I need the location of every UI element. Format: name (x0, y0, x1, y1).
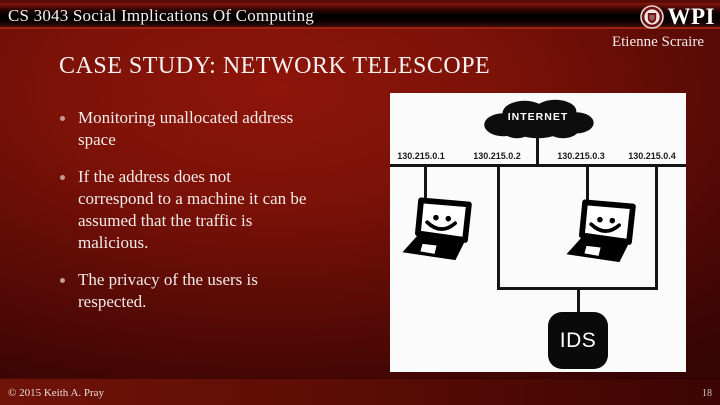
bullet-dot-icon (60, 278, 65, 283)
ids-label: IDS (559, 328, 597, 352)
bullet-dot-icon (60, 175, 65, 180)
header-bar: CS 3043 Social Implications Of Computing… (0, 3, 720, 29)
ip-address-label: 130.215.0.1 (397, 151, 445, 161)
drop-line-1 (424, 167, 427, 200)
drop-line-4 (655, 167, 658, 290)
bullet-item: The privacy of the users is respected. (58, 269, 380, 313)
author-name: Etienne Scraire (611, 34, 704, 50)
copyright-text: © 2015 Keith A. Pray (8, 387, 105, 399)
network-bus-line (390, 164, 686, 167)
wpi-logo: WPI (639, 4, 716, 30)
ip-address-label: 130.215.0.3 (557, 151, 605, 161)
slide-title: CASE STUDY: NETWORK TELESCOPE (59, 53, 491, 79)
ids-connector-line (497, 287, 658, 290)
ip-address-label: 130.215.0.4 (628, 151, 676, 161)
bullet-text: Monitoring unallocated address space (78, 108, 294, 149)
bullet-item: If the address does not correspond to a … (58, 166, 380, 254)
ip-address-label: 130.215.0.2 (473, 151, 521, 161)
footer-bar: © 2015 Keith A. Pray 18 (0, 378, 720, 405)
wpi-seal-icon (639, 5, 664, 29)
page-number: 18 (702, 388, 712, 399)
course-title: CS 3043 Social Implications Of Computing (8, 6, 314, 25)
top-strip (0, 0, 720, 3)
wpi-logo-text: WPI (667, 4, 715, 29)
bullet-text: If the address does not correspond to a … (78, 167, 307, 252)
bullet-dot-icon (60, 116, 65, 121)
laptop-smiley-icon (402, 197, 472, 261)
internet-label: INTERNET (507, 111, 569, 123)
ids-node: IDS (548, 312, 608, 369)
ids-stem-line (577, 290, 580, 312)
cloud-stem-line (536, 136, 539, 166)
bullet-list: Monitoring unallocated address space If … (58, 107, 380, 328)
bullet-item: Monitoring unallocated address space (58, 107, 380, 151)
laptop-smiley-icon (566, 199, 636, 263)
network-telescope-diagram: INTERNET 130.215.0.1 130.215.0.2 130.215… (390, 93, 686, 372)
drop-line-2 (497, 167, 500, 290)
bullet-text: The privacy of the users is respected. (78, 270, 258, 311)
internet-cloud-icon (484, 99, 594, 139)
drop-line-3 (586, 167, 589, 203)
